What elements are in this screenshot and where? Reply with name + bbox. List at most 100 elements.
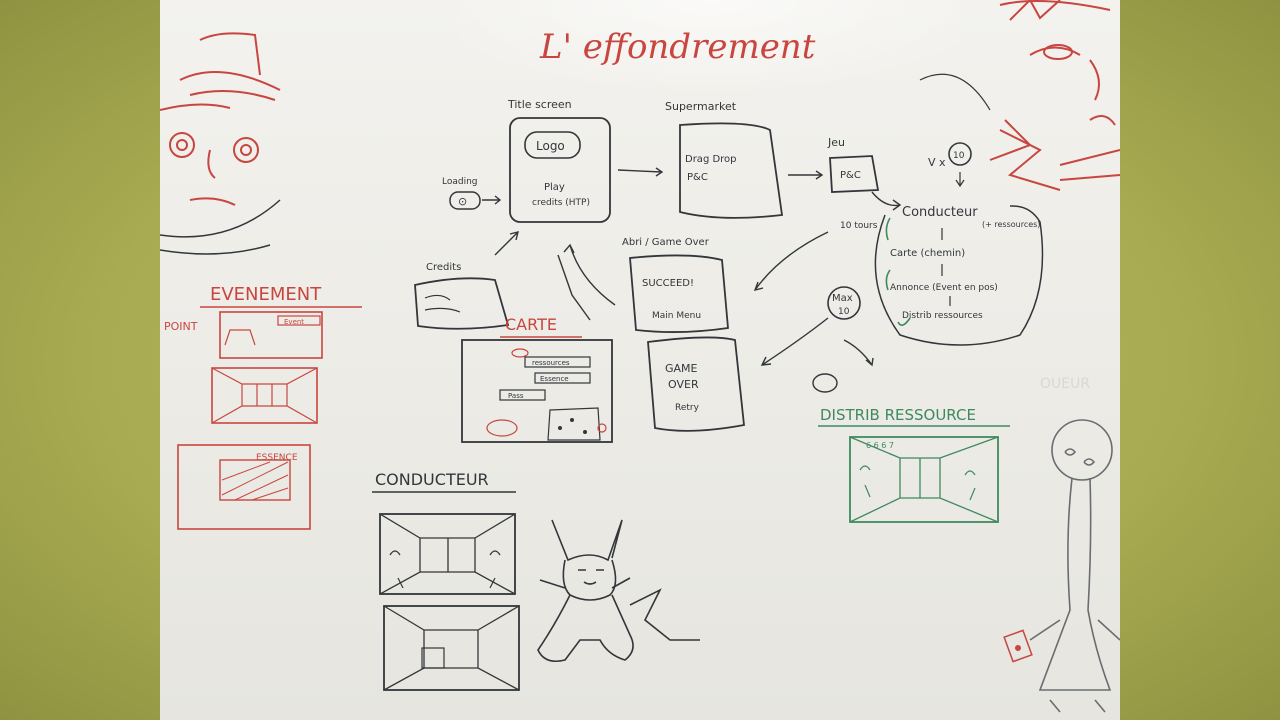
green-tick-1 [885, 217, 891, 241]
distrib-ressource-heading: DISTRIB RESSOURCE [820, 406, 976, 424]
conducteur-flow-text: Conducteur [902, 205, 978, 220]
evenement-event-text: Event [284, 318, 304, 326]
whiteboard-drawing: L' effondrement Title screen Logo Play c… [160, 0, 1120, 713]
credits-htp-text: credits (HTP) [532, 198, 590, 208]
title-screen-label: Title screen [507, 98, 572, 111]
conducteur-face-box [421, 647, 445, 669]
over-text: OVER [668, 378, 699, 391]
evenement-corridor [211, 367, 318, 424]
carte-red-marker [597, 423, 607, 433]
carte-chemin-text: Carte (chemin) [890, 248, 965, 259]
point-text: POINT [164, 320, 198, 333]
max-value-text: 10 [838, 307, 850, 317]
supermarket-line2: P&C [687, 172, 708, 183]
carte-dot-1 [558, 426, 562, 430]
main-menu-text: Main Menu [652, 311, 701, 321]
carte-btn1-text: ressources [532, 359, 570, 367]
supermarket-frame [679, 122, 784, 219]
red-card-doodle [1003, 629, 1033, 663]
succeed-frame [629, 254, 729, 333]
vx-text: V x [928, 156, 946, 169]
conducteur-panel-2 [383, 605, 520, 691]
loading-box [449, 191, 481, 210]
carte-heading: CARTE [505, 315, 557, 334]
green-tick-2 [885, 269, 891, 291]
ressources-note: (+ ressources) [982, 220, 1040, 229]
conducteur-corridor-1 [379, 513, 516, 595]
evenement-heading: EVENEMENT [210, 284, 322, 305]
board-title: L' effondrement [539, 27, 816, 67]
carte-dot-2 [570, 418, 574, 422]
loading-label: Loading [442, 177, 478, 187]
retry-text: Retry [675, 403, 700, 413]
conducteur-panel-1 [379, 513, 516, 595]
green-tick-3 [897, 317, 911, 326]
arrow-badge-down [955, 172, 965, 188]
face-sketch-top-left [160, 32, 281, 255]
carte-btn3-text: Pass [508, 392, 524, 400]
credits-frame [414, 277, 510, 330]
pikachu-doodle [537, 519, 700, 663]
conducteur-corridor-2 [383, 605, 520, 691]
carte-top-marker [511, 348, 529, 358]
credits-label: Credits [426, 262, 461, 273]
jeu-frame [829, 155, 880, 193]
carte-map-oval [486, 419, 518, 437]
arrow-loading-to-title [482, 195, 502, 205]
essence-text: ESSENCE [256, 453, 298, 463]
evenement-panel-2 [211, 367, 318, 424]
conducteur-loop [874, 205, 1044, 346]
annonce-text: Annonce (Event en pos) [890, 283, 998, 293]
essence-hatching [221, 461, 289, 501]
evenement-scribble [224, 329, 256, 346]
arrow-max-loop [843, 339, 874, 367]
small-blob-doodle [812, 373, 838, 393]
distrib-corridor [849, 436, 999, 523]
arrow-supermarket-to-jeu [788, 170, 824, 180]
evenement-panel-1 [219, 311, 323, 359]
supermarket-line1: Drag Drop [685, 154, 737, 165]
jeu-label: Jeu [827, 136, 845, 149]
carte-btn2-text: Essence [540, 375, 569, 383]
jeu-box-text: P&C [840, 170, 861, 181]
carte-frame [461, 339, 613, 443]
supermarket-label: Supermarket [665, 100, 737, 113]
succeed-text: SUCCEED! [642, 278, 694, 289]
essence-inner-box [219, 459, 291, 501]
play-text: Play [544, 182, 565, 193]
arrow-max-to-gameover [760, 317, 829, 366]
max-text: Max [832, 293, 853, 304]
whiteboard: L' effondrement Title screen Logo Play c… [160, 0, 1120, 720]
arrow-abri-to-title [563, 243, 616, 306]
ghost-text: OUEUR [1040, 376, 1090, 392]
distrib-text: Distrib ressources [902, 311, 983, 321]
conducteur-people-1 [389, 550, 501, 589]
distrib-people [859, 465, 976, 501]
ten-badge-circle [948, 142, 972, 166]
distrib-panel [849, 436, 999, 523]
credits-scribble [424, 294, 461, 313]
max-badge-circle [827, 286, 861, 320]
arrow-title-to-supermarket [617, 167, 664, 177]
light-glare [460, 0, 960, 160]
loading-icon: ⊙ [458, 195, 467, 208]
distrib-counts-text: 6 6 6 7 [866, 441, 894, 450]
ten-badge-text: 10 [953, 151, 965, 161]
red-card-dot [1015, 645, 1021, 651]
arrow-tours-to-succeed [753, 231, 829, 292]
game-text: GAME [665, 362, 698, 375]
arrow-carte-link [557, 254, 591, 321]
title-screen-frame [509, 117, 611, 223]
creature-doodle [1029, 419, 1120, 713]
arrow-jeu-to-conducteur [871, 191, 902, 211]
carte-btn1-box [524, 356, 591, 368]
abri-gameover-label: Abri / Game Over [622, 237, 710, 248]
logo-box [524, 131, 581, 159]
gameover-frame [647, 336, 745, 432]
conducteur-heading: CONDUCTEUR [375, 470, 489, 489]
carte-btn2-box [534, 372, 591, 384]
arrow-credits-to-title [494, 231, 519, 256]
evenement-event-box [277, 315, 321, 326]
logo-text: Logo [536, 139, 565, 153]
carte-minimap [547, 407, 601, 441]
